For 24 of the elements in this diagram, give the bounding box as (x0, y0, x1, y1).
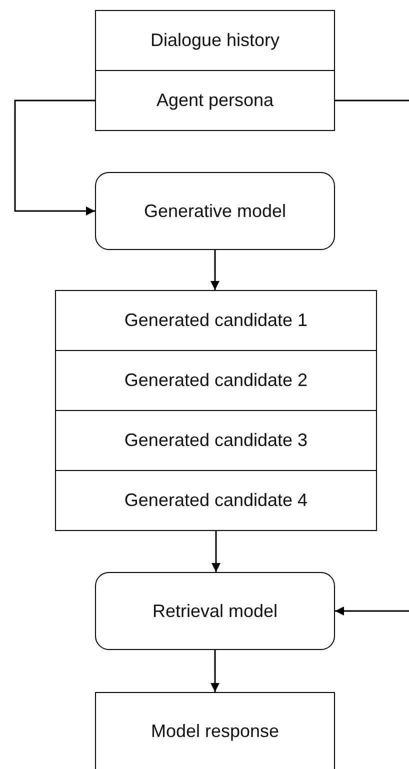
connector-line (335, 100, 409, 102)
node-label: Agent persona (156, 90, 274, 111)
process-box (95, 172, 335, 250)
table-row (55, 410, 377, 471)
process-box (95, 572, 335, 650)
node-label: Generated candidate 3 (124, 430, 308, 451)
node-label: Generative model (144, 200, 286, 222)
arrow (14, 100, 95, 216)
node-label: Retrieval model (152, 600, 278, 622)
arrow (210, 650, 220, 692)
node-label: Generated candidate 1 (124, 310, 308, 331)
node-label: Model response (150, 720, 280, 742)
node-label: Generated candidate 2 (124, 370, 308, 391)
arrow (212, 531, 220, 572)
table-row (95, 10, 335, 71)
output-box (95, 692, 335, 769)
table-row (55, 470, 377, 531)
table-row (55, 350, 377, 411)
arrow (210, 250, 220, 290)
table-row (55, 290, 377, 351)
node-label: Generated candidate 4 (124, 490, 308, 511)
node-label: Dialogue history (150, 30, 280, 51)
arrow (335, 606, 409, 616)
table-row (95, 70, 335, 131)
